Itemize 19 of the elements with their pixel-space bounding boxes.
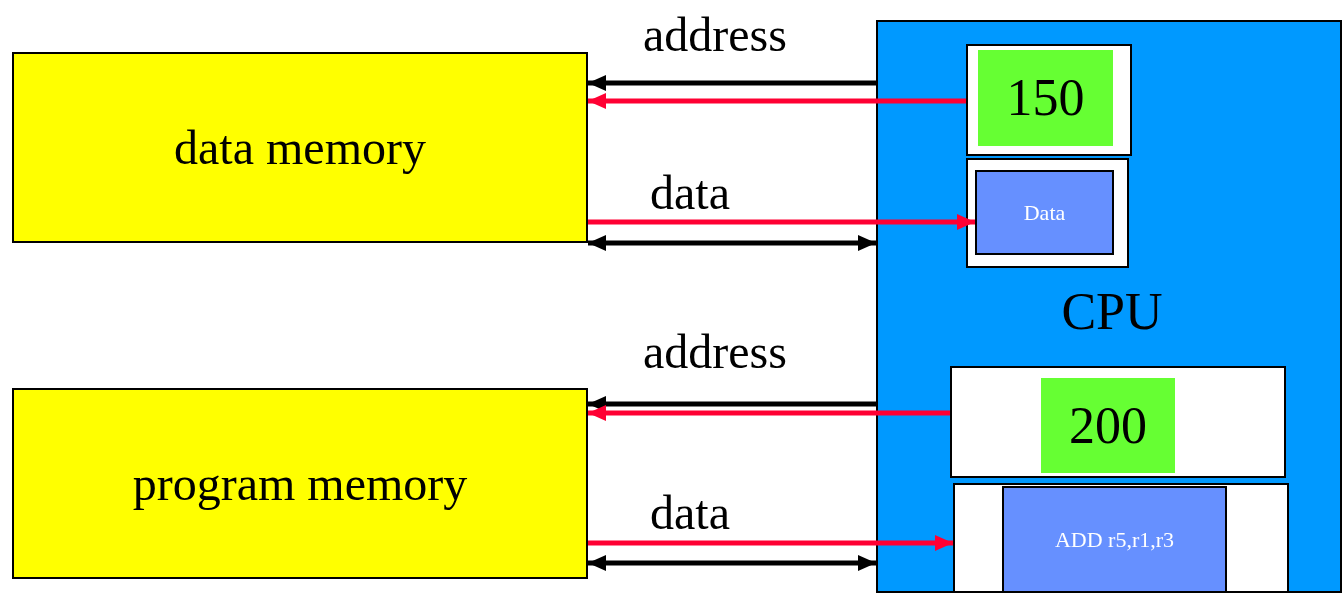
block-label: CPU (1061, 286, 1163, 338)
register-box (950, 366, 1286, 478)
register-box (953, 483, 1289, 593)
arrow (588, 75, 876, 91)
register-box (966, 44, 1132, 156)
memory-box: program memory (12, 388, 588, 579)
cpu-block (876, 20, 1342, 593)
data-value: Data (975, 170, 1114, 255)
address-value: 150 (978, 50, 1113, 146)
arrow (588, 93, 966, 109)
address-value: 200 (1041, 378, 1175, 473)
arrow (588, 555, 876, 571)
arrow (588, 214, 975, 230)
instruction-value: ADD r5,r1,r3 (1002, 486, 1227, 593)
arrow (588, 405, 950, 421)
arrow (588, 535, 953, 551)
memory-box: data memory (12, 52, 588, 243)
arrow (588, 235, 876, 251)
register-box (966, 158, 1129, 268)
